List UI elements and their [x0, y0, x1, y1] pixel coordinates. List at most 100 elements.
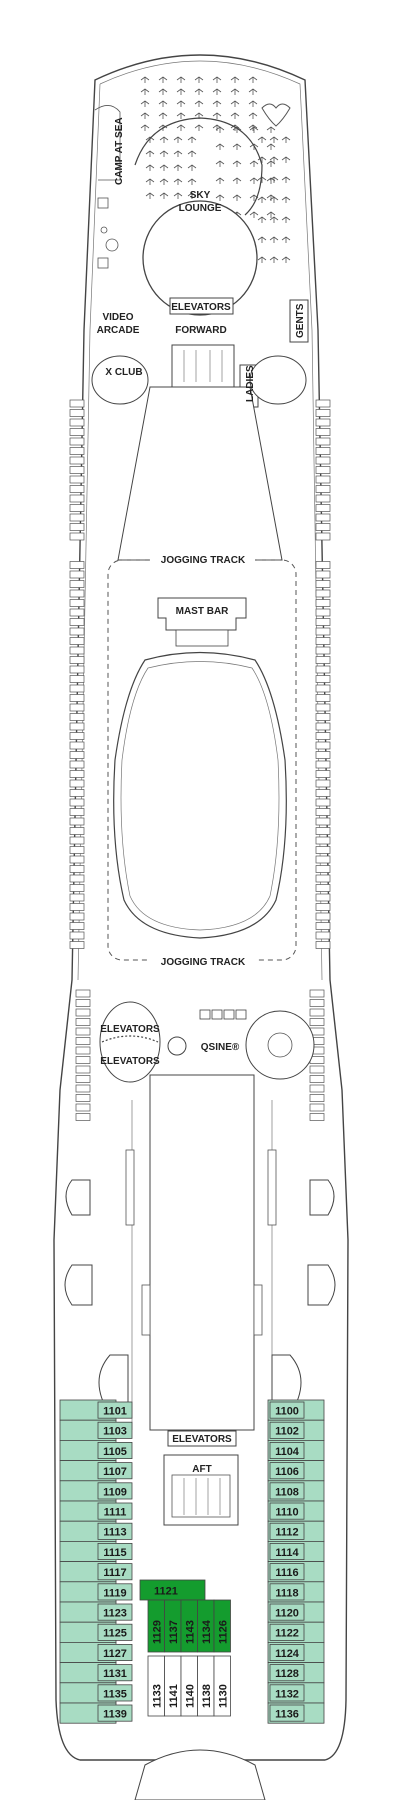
sun-lounger-icon [315, 466, 331, 474]
sun-lounger-icon [315, 741, 331, 750]
sun-lounger-icon [315, 779, 331, 788]
sun-lounger-icon [69, 694, 85, 702]
cabin-1126[interactable] [213, 1599, 231, 1653]
lounge-chair-icon [269, 196, 279, 203]
sun-lounger-icon [75, 1018, 91, 1026]
cabin-number-label: 1139 [103, 1709, 127, 1721]
lounge-chair-icon [215, 143, 225, 150]
cabin-number-label: 1120 [275, 1608, 299, 1620]
sun-lounger-icon [315, 437, 331, 446]
sun-lounger-icon [75, 1103, 91, 1112]
lounge-chair-icon [257, 196, 267, 203]
sun-lounger-icon [315, 922, 331, 930]
lounge-chair-icon [230, 88, 240, 95]
sun-lounger-icon [69, 485, 85, 493]
sun-lounger-icon [315, 494, 331, 503]
cabin-1130[interactable] [213, 1655, 231, 1717]
forward-label: FORWARD [175, 325, 226, 336]
sun-lounger-icon [315, 713, 331, 721]
cabin-number-label: 1136 [275, 1709, 299, 1721]
lounge-chair-icon [249, 126, 259, 133]
sun-lounger-icon [69, 798, 85, 807]
elevators-mid-lobby [99, 1001, 161, 1083]
sun-lounger-icon [315, 608, 331, 617]
sun-lounger-icon [69, 494, 85, 503]
sun-lounger-icon [69, 466, 85, 474]
sun-lounger-icon [75, 989, 91, 998]
cabin-number-label: 1140 [184, 1684, 196, 1708]
camp-at-sea-label: CAMP AT SEA [114, 117, 125, 185]
cabin-number-box [269, 1603, 305, 1621]
lounge-chair-icon [159, 192, 169, 199]
sun-lounger-icon [75, 1046, 91, 1055]
sun-lounger-icon [315, 580, 331, 588]
cabin-number-box [269, 1583, 305, 1601]
cabin-number-label: 1125 [103, 1628, 127, 1640]
cabin-number-label: 1138 [201, 1684, 213, 1708]
lounge-chair-icon [232, 194, 242, 201]
sun-lounger-icon [309, 1008, 325, 1017]
cabin-number-box [97, 1603, 133, 1621]
lounge-chair-icon [194, 76, 204, 83]
lounge-chair-icon [266, 211, 276, 218]
lounge-chair-icon [232, 160, 242, 167]
lounge-chair-icon [187, 150, 197, 157]
lounge-chair-icon [215, 160, 225, 167]
cabin-number-label: 1129 [151, 1620, 163, 1644]
sun-lounger-icon [315, 817, 331, 826]
cabin-number-label: 1126 [217, 1620, 229, 1644]
sun-lounger-icon [69, 570, 85, 579]
sun-lounger-icon [315, 789, 331, 797]
sun-lounger-icon [315, 865, 331, 873]
sun-lounger-icon [69, 646, 85, 655]
cabin-number-label: 1109 [103, 1486, 127, 1498]
starboard-loungers [309, 399, 331, 1121]
sun-lounger-icon [69, 912, 85, 921]
lounge-chair-icon [187, 164, 197, 171]
lounge-chair-icon [248, 112, 258, 119]
sun-lounger-icon [309, 1065, 325, 1074]
sun-lounger-icon [69, 732, 85, 740]
lounge-chair-icon [145, 192, 155, 199]
cabin-number-box [97, 1583, 133, 1601]
lounge-chair-icon [248, 76, 258, 83]
lounge-chair-icon [269, 236, 279, 243]
cabin-number-label: 1110 [275, 1507, 298, 1519]
sun-lounger-icon [75, 1056, 91, 1064]
cabin-number-label: 1101 [103, 1406, 127, 1418]
sun-lounger-icon [315, 912, 331, 921]
cabin-number-box [97, 1563, 133, 1581]
lounge-chair-icon [212, 112, 222, 119]
cabin-number-box [269, 1462, 305, 1480]
cabin-number-label: 1132 [275, 1688, 299, 1700]
sun-lounger-icon [69, 836, 85, 845]
sun-lounger-icon [69, 827, 85, 835]
lounge-chair-icon [158, 112, 168, 119]
lounge-chair-icon [145, 150, 155, 157]
sun-lounger-icon [315, 884, 331, 892]
lounge-chair-icon [145, 164, 155, 171]
lounge-chair-icon [173, 178, 183, 185]
sun-lounger-icon [69, 608, 85, 617]
lounge-chair-icon [159, 178, 169, 185]
sun-lounger-icon [69, 893, 85, 902]
cabin-number-box [269, 1543, 305, 1561]
sun-lounger-icon [69, 599, 85, 607]
lounge-chair-icon [176, 88, 186, 95]
sun-lounger-icon [315, 523, 331, 531]
lounge-chair-icon [266, 143, 276, 150]
cabin-number-box [97, 1623, 133, 1641]
lounge-chair-icon [212, 88, 222, 95]
cabin-number-label: 1103 [103, 1426, 127, 1438]
lounge-chair-icon [173, 136, 183, 143]
lounge-chair-icon [281, 176, 291, 183]
sun-lounger-icon [315, 760, 331, 769]
lounge-chair-icon [173, 164, 183, 171]
sun-lounger-icon [309, 1084, 325, 1093]
lounge-chair-icon [249, 177, 259, 184]
sun-lounger-icon [69, 741, 85, 750]
sun-lounger-icon [69, 428, 85, 436]
lounge-chair-icon [194, 124, 204, 131]
sun-lounger-icon [315, 941, 331, 949]
lounge-chair-icon [159, 164, 169, 171]
